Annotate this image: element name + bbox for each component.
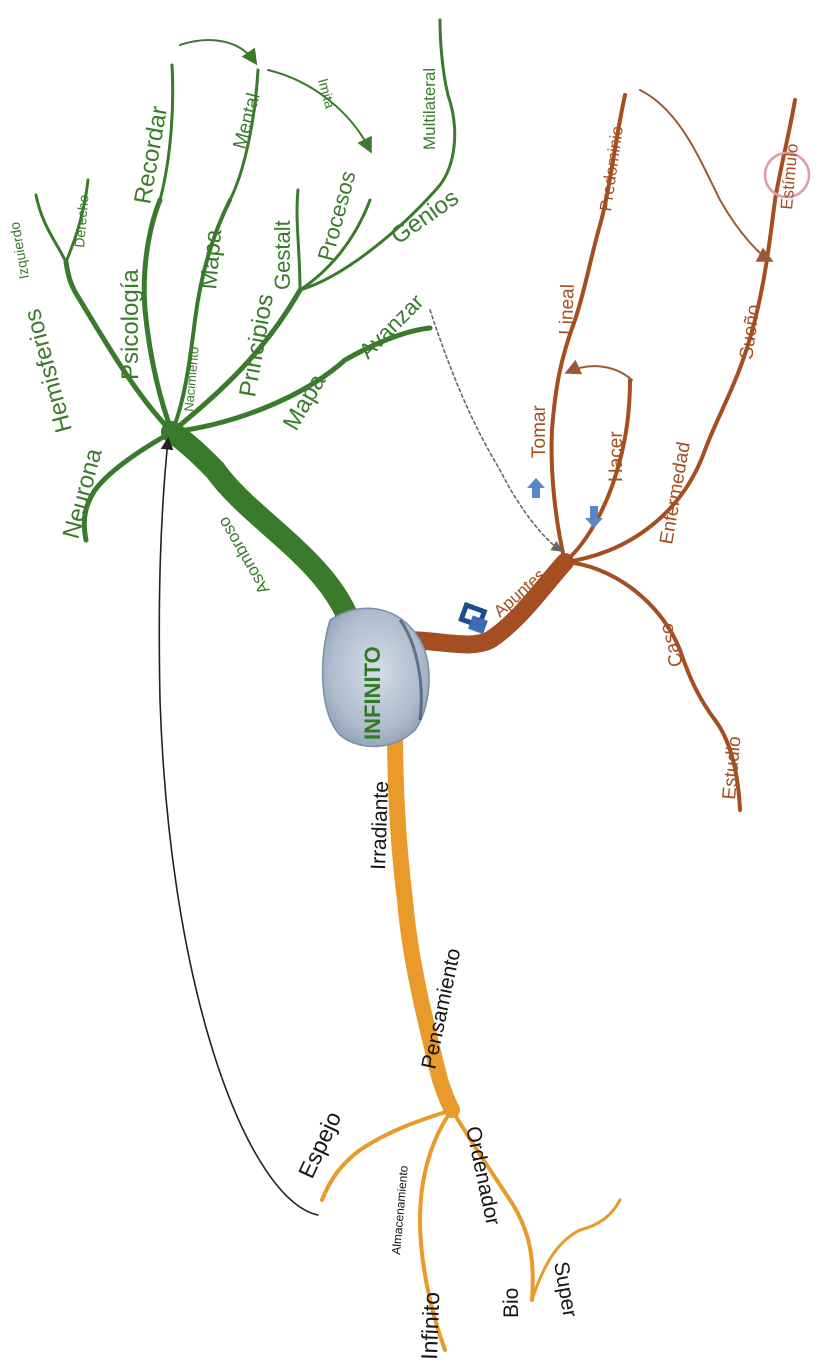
- label-principios: Principios: [234, 292, 279, 399]
- label-estudio: Estudio: [719, 735, 745, 800]
- label-derecho: Derecho: [71, 194, 92, 248]
- label-enfermedad: Enfermedad: [656, 440, 695, 546]
- label-tomar: Tomar: [529, 405, 550, 458]
- label-ordenador: Ordenador: [461, 1124, 504, 1227]
- label-hemisferios: Hemisferios: [19, 306, 78, 435]
- label-neurona: Neurona: [58, 445, 108, 542]
- stimulus-highlight-circle: [763, 151, 811, 199]
- label-multilateral: Multilateral: [420, 68, 439, 150]
- label-bio: Bio: [500, 1288, 523, 1318]
- label-avanzar: Avanzar: [354, 289, 428, 363]
- orange-branch: [158, 436, 622, 1352]
- label-psicologia: Psicología: [117, 269, 144, 380]
- arrow-up-icon: [527, 478, 545, 498]
- label-lineal: Lineal: [556, 284, 579, 335]
- label-caso: Caso: [656, 621, 688, 669]
- central-node: INFINITO: [321, 607, 430, 748]
- label-sueno: Sueño: [736, 303, 764, 360]
- label-almacenamiento: Almacenamiento: [389, 1165, 411, 1256]
- notepad-icon: [458, 601, 488, 635]
- label-gestalt: Gestalt: [270, 220, 295, 290]
- label-genios: Genios: [386, 184, 464, 250]
- label-mapa-1: Mapa: [195, 228, 227, 291]
- brown-branch: [396, 89, 797, 812]
- label-super: Super: [549, 1260, 581, 1319]
- arrow-down-icon: [585, 506, 603, 528]
- label-imita: Imita: [315, 77, 338, 111]
- label-irradiante: Irradiante: [367, 781, 393, 870]
- label-hacer: Hacer: [606, 431, 627, 482]
- label-predominio: Predominio: [596, 125, 627, 213]
- green-branch: [34, 18, 457, 639]
- central-label: INFINITO: [360, 646, 385, 740]
- label-nacimiento: Nacimiento: [181, 346, 202, 412]
- label-izquierdo: Izquierdo: [6, 221, 32, 281]
- label-mapa-2: Mapa: [278, 369, 332, 435]
- brown-labels: Apuntes Tomar Lineal Predominio Hacer En…: [490, 125, 802, 801]
- label-procesos: Procesos: [313, 168, 361, 263]
- label-recordar: Recordar: [129, 104, 173, 206]
- green-labels: Asombroso Neurona Hemisferios Izquierdo …: [6, 68, 464, 598]
- label-infinito: Infinito: [416, 1292, 444, 1361]
- label-mental: Mental: [230, 91, 265, 152]
- orange-labels: Irradiante Pensamiento Espejo Almacenami…: [293, 781, 581, 1360]
